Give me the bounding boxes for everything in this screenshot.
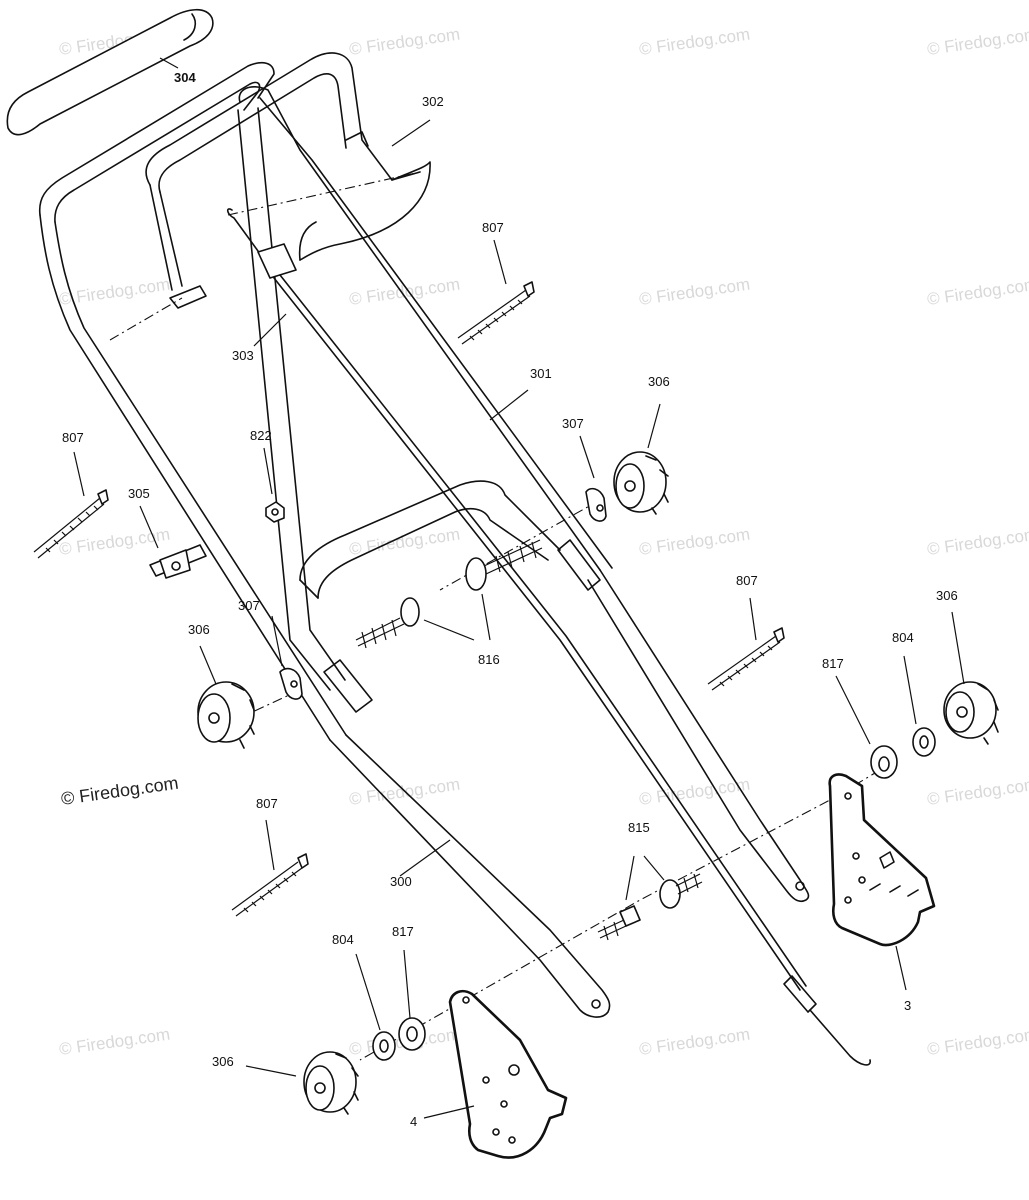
callout-labels: 304 302 807 303 301 306 307 807 822 305 … xyxy=(62,70,958,1129)
callout-3: 3 xyxy=(904,998,911,1013)
callout-306-left: 306 xyxy=(188,622,210,637)
spacer-817-right xyxy=(870,745,898,779)
watermark: © Firedog.com xyxy=(926,25,1029,59)
callout-807-right: 807 xyxy=(736,573,758,588)
callout-306-top-right: 306 xyxy=(648,374,670,389)
washer-307-top xyxy=(585,487,607,522)
callout-306-bottom: 306 xyxy=(212,1054,234,1069)
nut-822 xyxy=(265,501,285,523)
washer-804-right xyxy=(912,727,936,757)
bracket-4 xyxy=(448,989,568,1159)
callout-300: 300 xyxy=(390,874,412,889)
spacer-817-bottom xyxy=(398,1017,426,1051)
watermark: © Firedog.com xyxy=(926,525,1029,559)
callout-306-right: 306 xyxy=(936,588,958,603)
carriage-bolt-816-left xyxy=(355,597,420,649)
callout-804-bottom: 804 xyxy=(332,932,354,947)
callout-816: 816 xyxy=(478,652,500,667)
callout-815: 815 xyxy=(628,820,650,835)
washer-307-left xyxy=(279,667,303,700)
knob-306-bottom xyxy=(303,1051,359,1115)
callout-804-right: 804 xyxy=(892,630,914,645)
control-bail-302 xyxy=(145,52,431,309)
callout-307-top: 307 xyxy=(562,416,584,431)
handle-grip-304 xyxy=(6,8,214,136)
screw-807-bottom xyxy=(231,853,309,917)
washer-804-bottom xyxy=(372,1031,396,1061)
watermark: © Firedog.com xyxy=(926,275,1029,309)
callout-817-bottom: 817 xyxy=(392,924,414,939)
watermark: © Firedog.com xyxy=(926,775,1029,809)
bolt-815-upper xyxy=(659,873,703,909)
watermark: © Firedog.com xyxy=(348,25,461,59)
carriage-bolt-816-right xyxy=(465,539,543,591)
callout-305: 305 xyxy=(128,486,150,501)
screw-807-left xyxy=(33,489,109,559)
watermark: © Firedog.com xyxy=(58,525,171,559)
callout-4: 4 xyxy=(410,1114,417,1129)
watermark: © Firedog.com xyxy=(58,1025,171,1059)
watermark: © Firedog.com xyxy=(348,275,461,309)
callout-307-left: 307 xyxy=(238,598,260,613)
lower-handle-301 xyxy=(238,86,810,903)
callout-822: 822 xyxy=(250,428,272,443)
watermark: © Firedog.com xyxy=(638,1025,751,1059)
cable-guide-305 xyxy=(149,544,207,579)
callout-807-left: 807 xyxy=(62,430,84,445)
watermark: © Firedog.com xyxy=(638,25,751,59)
control-cable-303 xyxy=(226,208,871,1066)
watermark: © Firedog.com xyxy=(926,1025,1029,1059)
bracket-3 xyxy=(828,773,936,947)
callout-302: 302 xyxy=(422,94,444,109)
callout-807-bottom: 807 xyxy=(256,796,278,811)
watermark-main: © Firedog.com xyxy=(60,773,180,809)
knob-306-right xyxy=(943,681,999,745)
screw-807-top xyxy=(457,281,535,345)
watermark: © Firedog.com xyxy=(638,275,751,309)
bolt-815-lower xyxy=(597,905,641,941)
callout-301: 301 xyxy=(530,366,552,381)
callout-817-right: 817 xyxy=(822,656,844,671)
knob-306-top-right xyxy=(613,451,669,515)
screw-807-right xyxy=(707,627,785,691)
callout-304: 304 xyxy=(174,70,196,85)
knob-306-left xyxy=(197,681,255,749)
callout-303: 303 xyxy=(232,348,254,363)
watermark: © Firedog.com xyxy=(638,525,751,559)
leader-lines xyxy=(73,57,965,1119)
callout-807-top: 807 xyxy=(482,220,504,235)
